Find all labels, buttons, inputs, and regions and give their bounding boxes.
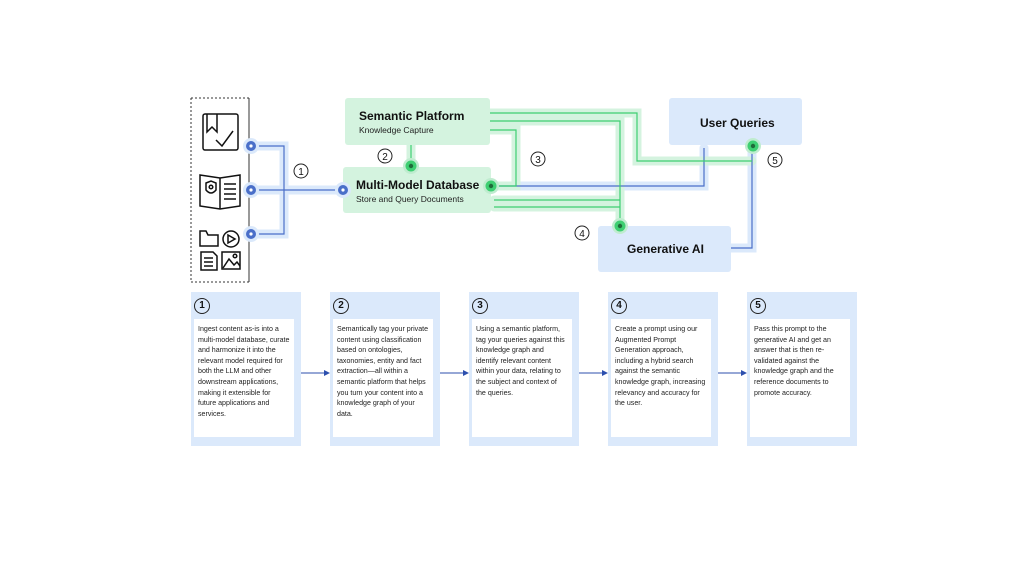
generative-ai-box: Generative AI <box>598 226 731 272</box>
step-number-3: 3 <box>530 151 546 167</box>
step-card-2: 2 Semantically tag your private content … <box>330 292 440 446</box>
semantic-platform-title: Semantic Platform <box>359 109 464 123</box>
step-card-text: Semantically tag your private content us… <box>333 319 433 437</box>
folder-video-image-icon <box>199 230 241 271</box>
svg-text:1: 1 <box>298 167 304 178</box>
step-card-text: Using a semantic platform, tag your quer… <box>472 319 572 437</box>
user-queries-box: User Queries <box>669 98 802 145</box>
semantic-platform-subtitle: Knowledge Capture <box>359 125 434 135</box>
green-node <box>483 178 499 194</box>
multi-model-database-box: Multi-Model Database Store and Query Doc… <box>343 167 491 213</box>
green-node <box>612 218 628 234</box>
step-card-number: 2 <box>333 298 349 314</box>
step-card-number: 4 <box>611 298 627 314</box>
shield-document-icon <box>199 174 241 210</box>
step-card-3: 3 Using a semantic platform, tag your qu… <box>469 292 579 446</box>
step-number-1: 1 <box>293 163 309 179</box>
svg-text:4: 4 <box>579 229 585 240</box>
step-card-text: Ingest content as-is into a multi-model … <box>194 319 294 437</box>
user-queries-title: User Queries <box>700 116 775 130</box>
green-node <box>745 138 761 154</box>
step-card-number: 1 <box>194 298 210 314</box>
green-connector-lines <box>410 112 752 226</box>
bookmark-check-icon <box>202 113 239 151</box>
step-card-text: Pass this prompt to the generative AI an… <box>750 319 850 437</box>
step-card-1: 1 Ingest content as-is into a multi-mode… <box>191 292 301 446</box>
multi-model-database-title: Multi-Model Database <box>356 178 480 192</box>
green-node <box>403 158 419 174</box>
multi-model-database-subtitle: Store and Query Documents <box>356 194 464 204</box>
step-card-number: 3 <box>472 298 488 314</box>
step-card-5: 5 Pass this prompt to the generative AI … <box>747 292 857 446</box>
blue-node <box>243 226 259 242</box>
blue-node <box>335 182 351 198</box>
step-card-text: Create a prompt using our Augmented Prom… <box>611 319 711 437</box>
generative-ai-title: Generative AI <box>627 242 704 256</box>
blue-node <box>243 182 259 198</box>
semantic-platform-box: Semantic Platform Knowledge Capture <box>345 98 490 145</box>
step-number-2: 2 <box>377 148 393 164</box>
step-number-5: 5 <box>767 152 783 168</box>
step-card-4: 4 Create a prompt using our Augmented Pr… <box>608 292 718 446</box>
svg-text:3: 3 <box>535 155 541 166</box>
svg-text:5: 5 <box>772 156 778 167</box>
svg-text:2: 2 <box>382 152 388 163</box>
step-number-4: 4 <box>574 225 590 241</box>
blue-node <box>243 138 259 154</box>
step-card-number: 5 <box>750 298 766 314</box>
